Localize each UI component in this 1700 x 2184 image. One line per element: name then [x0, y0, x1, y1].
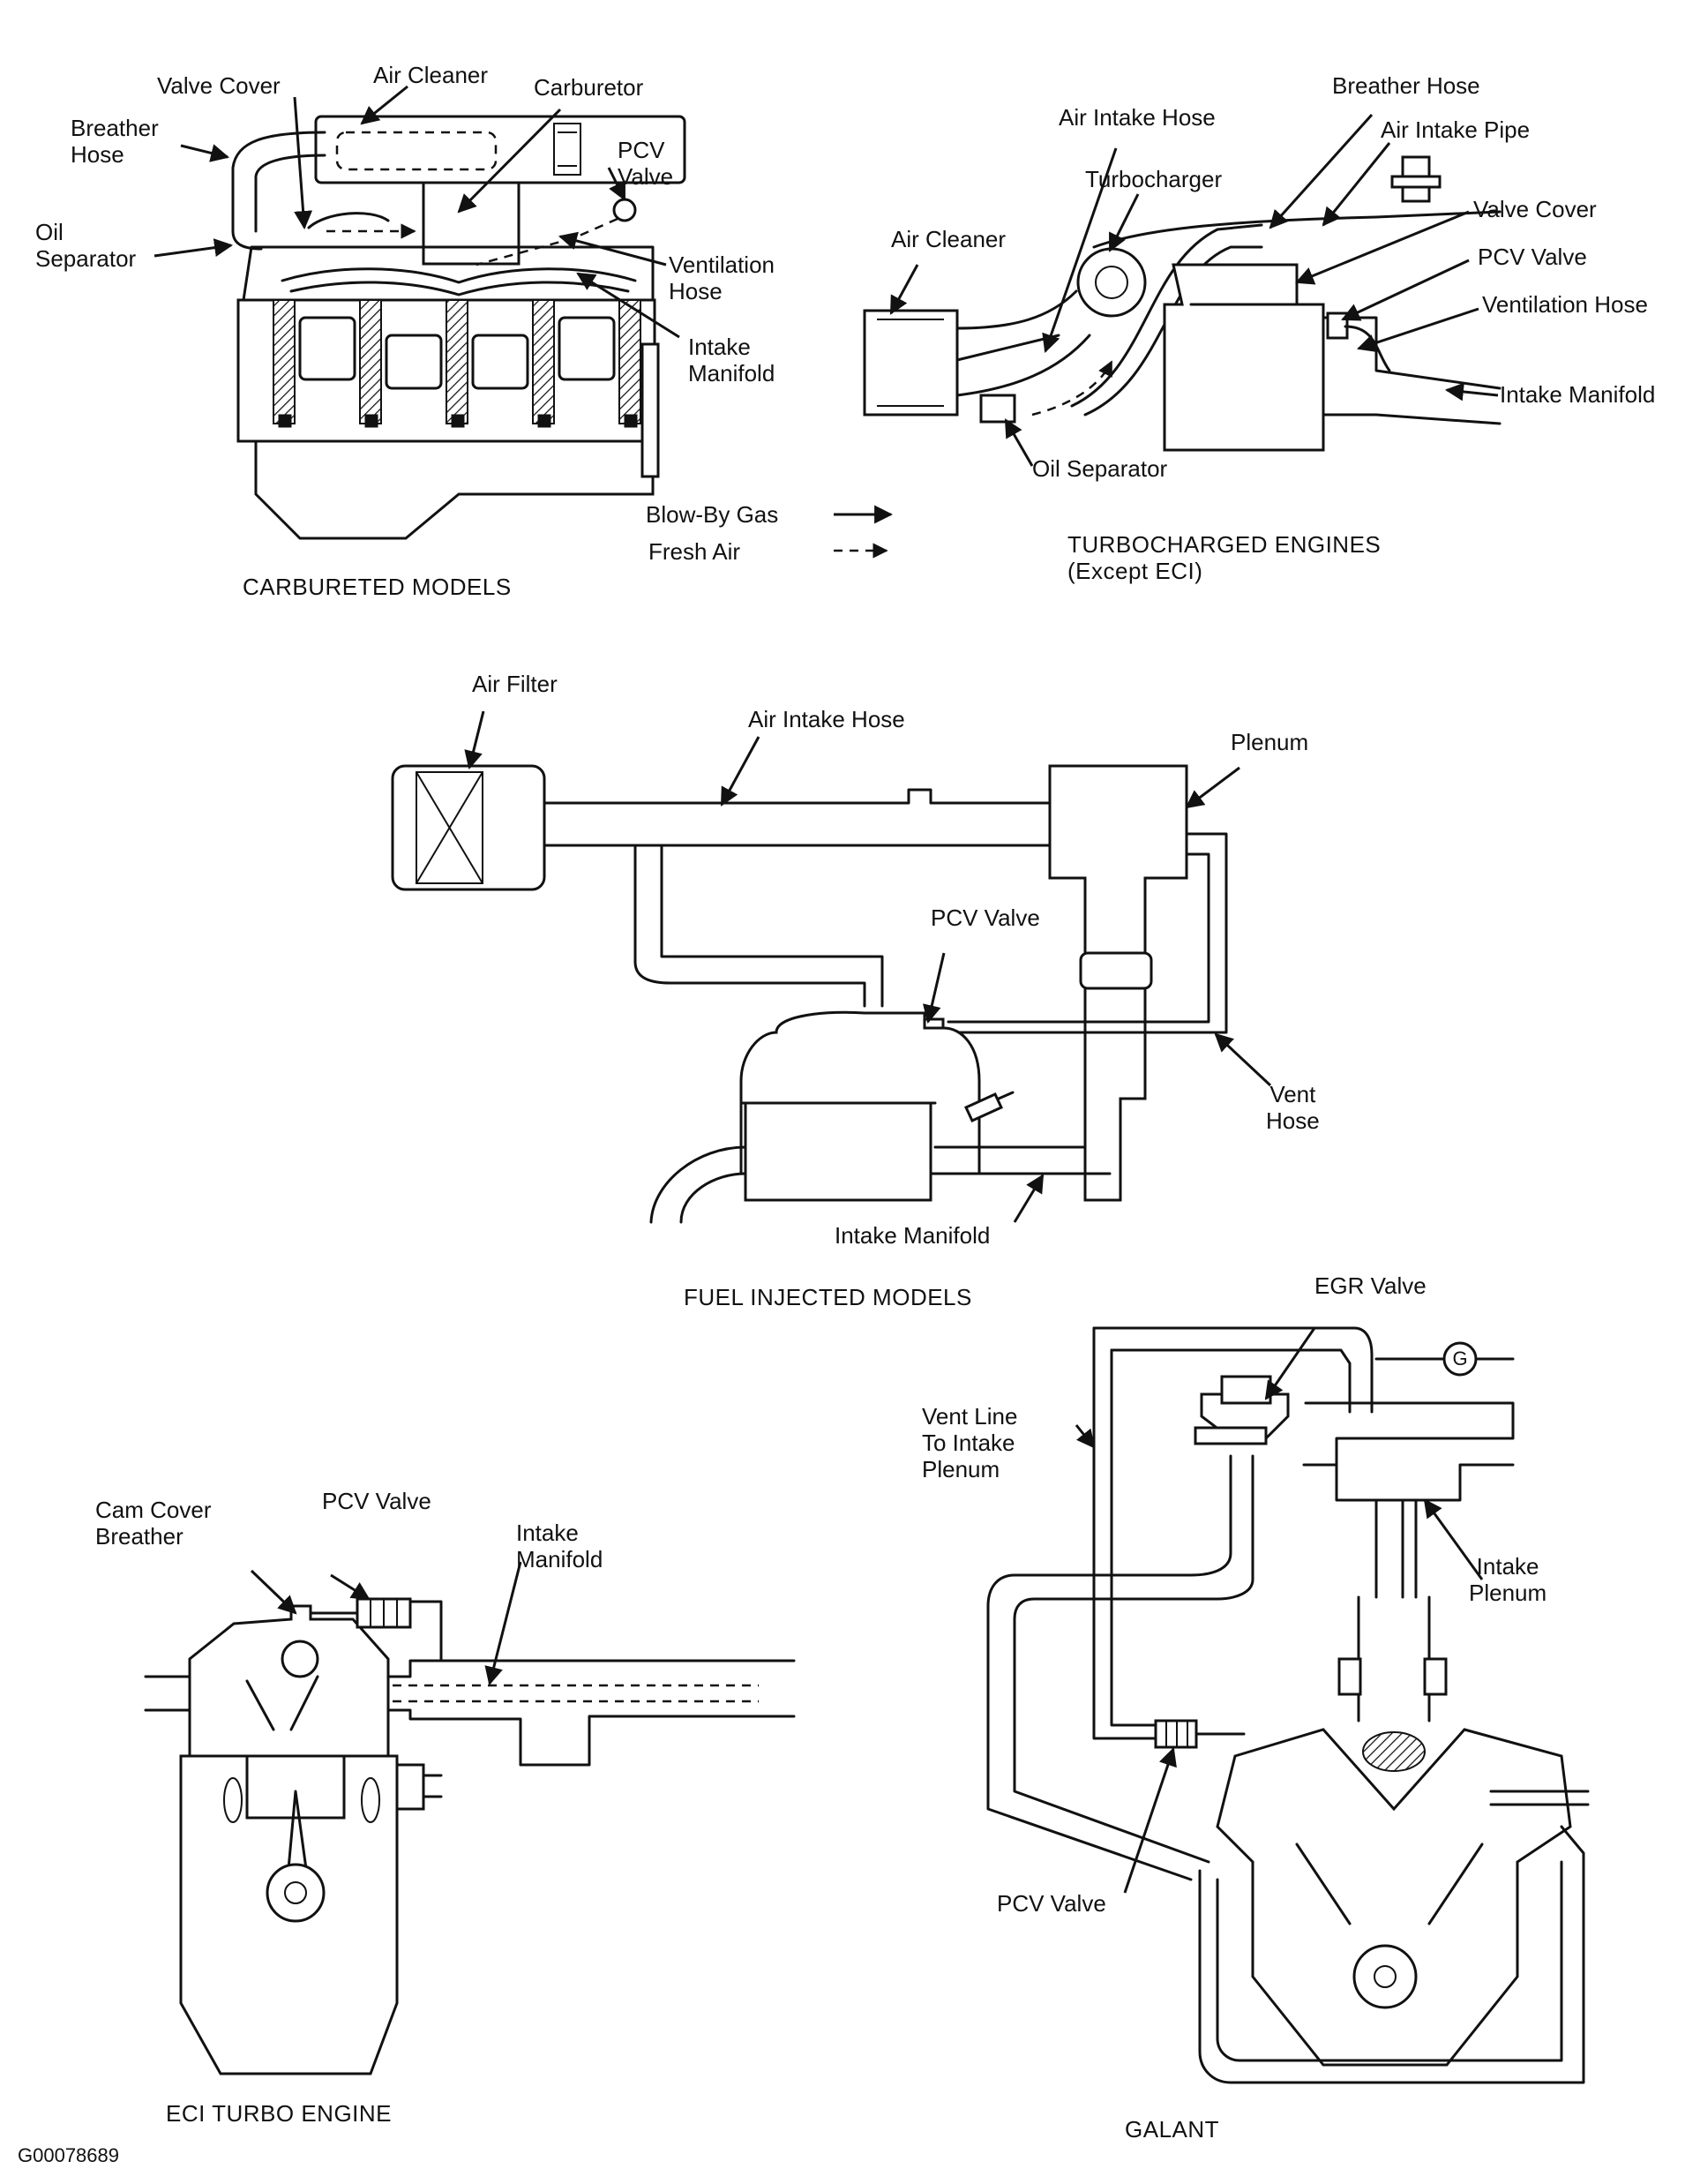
- fuel-injected-leaders: [464, 710, 1272, 1223]
- label-cam-cover-breather: Cam Cover Breather: [95, 1497, 212, 1550]
- carbureted-engine-drawing: [231, 115, 686, 540]
- legend-blow-by-gas: Blow-By Gas: [646, 501, 779, 528]
- label-oil-separator: Oil Separator: [1032, 455, 1168, 482]
- turbo-leaders: [889, 113, 1499, 467]
- label-air-intake-pipe: Air Intake Pipe: [1381, 116, 1531, 143]
- label-breather-hose: Breather Hose: [1332, 72, 1480, 99]
- label-vent-hose: Vent Hose: [1266, 1081, 1320, 1134]
- label-oil-separator: Oil Separator: [35, 219, 137, 272]
- fuel-injected-drawing: [391, 764, 1228, 1224]
- label-intake-manifold: Intake Manifold: [688, 334, 775, 387]
- label-plenum: Plenum: [1231, 729, 1309, 755]
- caption-galant: GALANT: [1125, 2116, 1220, 2143]
- g-marker-circle: [1442, 1341, 1478, 1377]
- carbureted-leaders: [154, 85, 680, 339]
- caption-turbocharged-engines: TURBOCHARGED ENGINES (Except ECI): [1067, 531, 1382, 584]
- figure-code: G00078689: [18, 2144, 119, 2166]
- label-breather-hose: Breather Hose: [71, 115, 159, 168]
- label-vent-line: Vent Line To Intake Plenum: [922, 1403, 1018, 1482]
- label-valve-cover: Valve Cover: [1473, 196, 1597, 222]
- eci-turbo-drawing: [144, 1597, 796, 2075]
- label-pcv-valve: PCV Valve: [997, 1890, 1106, 1917]
- label-turbocharger: Turbocharger: [1085, 166, 1223, 192]
- label-intake-manifold: Intake Manifold: [835, 1222, 991, 1249]
- label-pcv-valve: PCV Valve: [1478, 244, 1587, 270]
- eci-turbo-leaders: [250, 1561, 522, 1686]
- turbo-engine-drawing: [863, 155, 1502, 452]
- label-ventilation-hose: Ventilation Hose: [669, 251, 775, 304]
- label-pcv-valve: PCV Valve: [618, 137, 674, 190]
- label-valve-cover: Valve Cover: [157, 72, 281, 99]
- label-ventilation-hose: Ventilation Hose: [1482, 291, 1648, 318]
- label-air-intake-hose: Air Intake Hose: [1059, 104, 1216, 131]
- g-marker-icon: G: [1452, 1347, 1468, 1370]
- label-pcv-valve: PCV Valve: [931, 904, 1040, 931]
- label-egr-valve: EGR Valve: [1314, 1272, 1427, 1299]
- flow-legend: [834, 505, 894, 559]
- label-intake-manifold: Intake Manifold: [1500, 381, 1656, 408]
- galant-leaders: [1075, 1327, 1484, 1894]
- label-carburetor: Carburetor: [534, 74, 644, 101]
- label-air-filter: Air Filter: [472, 671, 558, 697]
- caption-eci-turbo-engine: ECI TURBO ENGINE: [166, 2100, 393, 2127]
- label-pcv-valve: PCV Valve: [322, 1488, 431, 1514]
- caption-carbureted-models: CARBURETED MODELS: [243, 574, 512, 600]
- label-air-cleaner: Air Cleaner: [373, 62, 489, 88]
- label-intake-plenum: Intake Plenum: [1469, 1553, 1547, 1606]
- galant-drawing: [986, 1326, 1590, 2084]
- legend-fresh-air: Fresh Air: [648, 538, 741, 565]
- label-intake-manifold: Intake Manifold: [516, 1520, 603, 1572]
- label-air-cleaner: Air Cleaner: [891, 226, 1007, 252]
- label-air-intake-hose: Air Intake Hose: [748, 706, 905, 732]
- caption-fuel-injected-models: FUEL INJECTED MODELS: [684, 1284, 972, 1310]
